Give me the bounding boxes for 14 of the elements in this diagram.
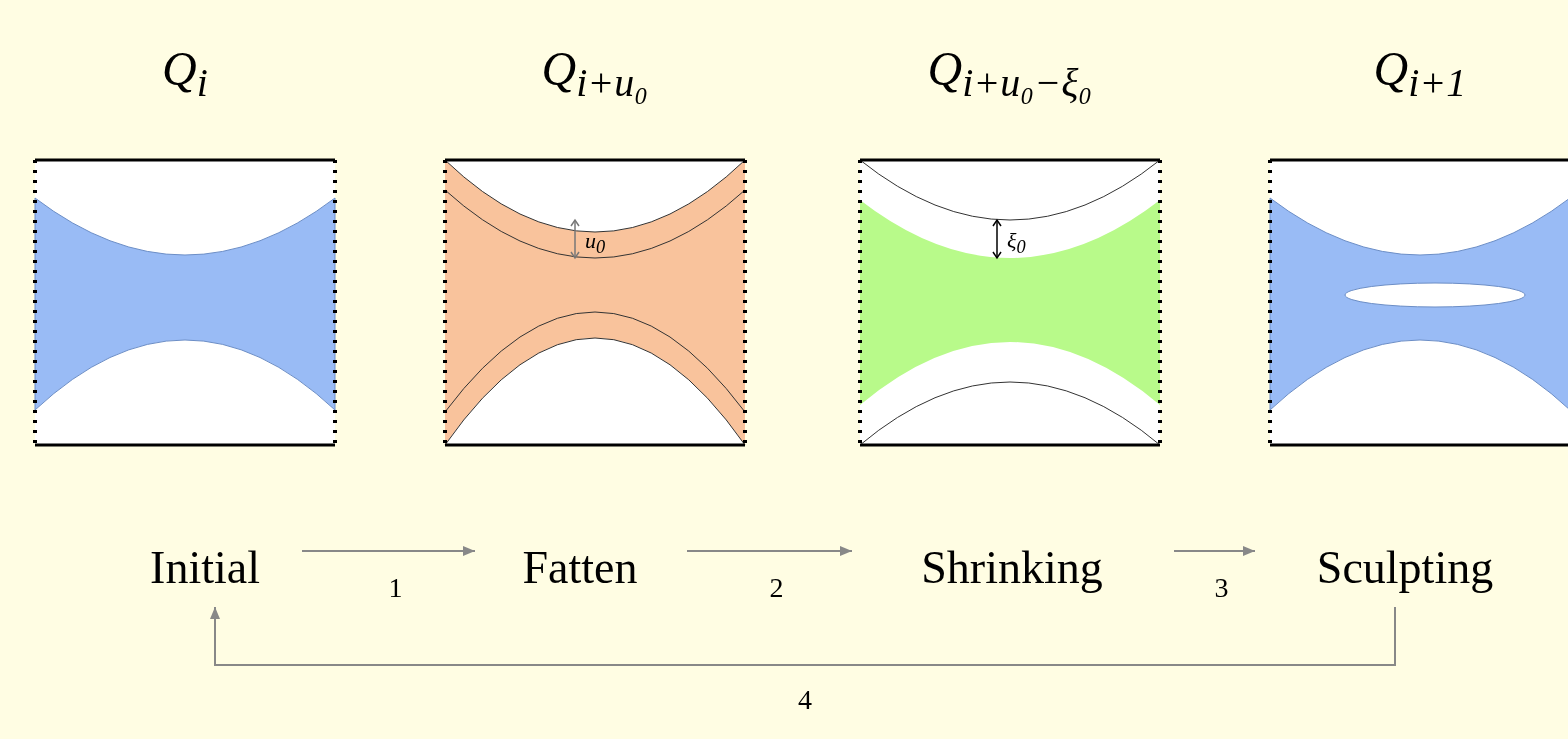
arrow (301, 546, 476, 556)
math-heading: Q$_{i}$ (162, 45, 208, 103)
stage-label: Fatten (485, 545, 675, 597)
arrow (1173, 546, 1256, 556)
dimension-label: ξ$_{0}$ (1007, 230, 1026, 257)
math-heading: Q$_{i+1}$ (1373, 45, 1467, 103)
math-heading: Q$_{i+u₀}$ (541, 45, 649, 103)
arrow (686, 546, 853, 556)
arrow (210, 606, 1396, 666)
stage-label: Shrinking (862, 545, 1162, 597)
math-heading: Q$_{i+u₀−ξ₀}$ (927, 45, 1093, 103)
dimension-label: u$_{0}$ (585, 230, 606, 257)
stage-label: Initial (120, 545, 290, 597)
stage-label: Sculpting (1265, 545, 1545, 597)
